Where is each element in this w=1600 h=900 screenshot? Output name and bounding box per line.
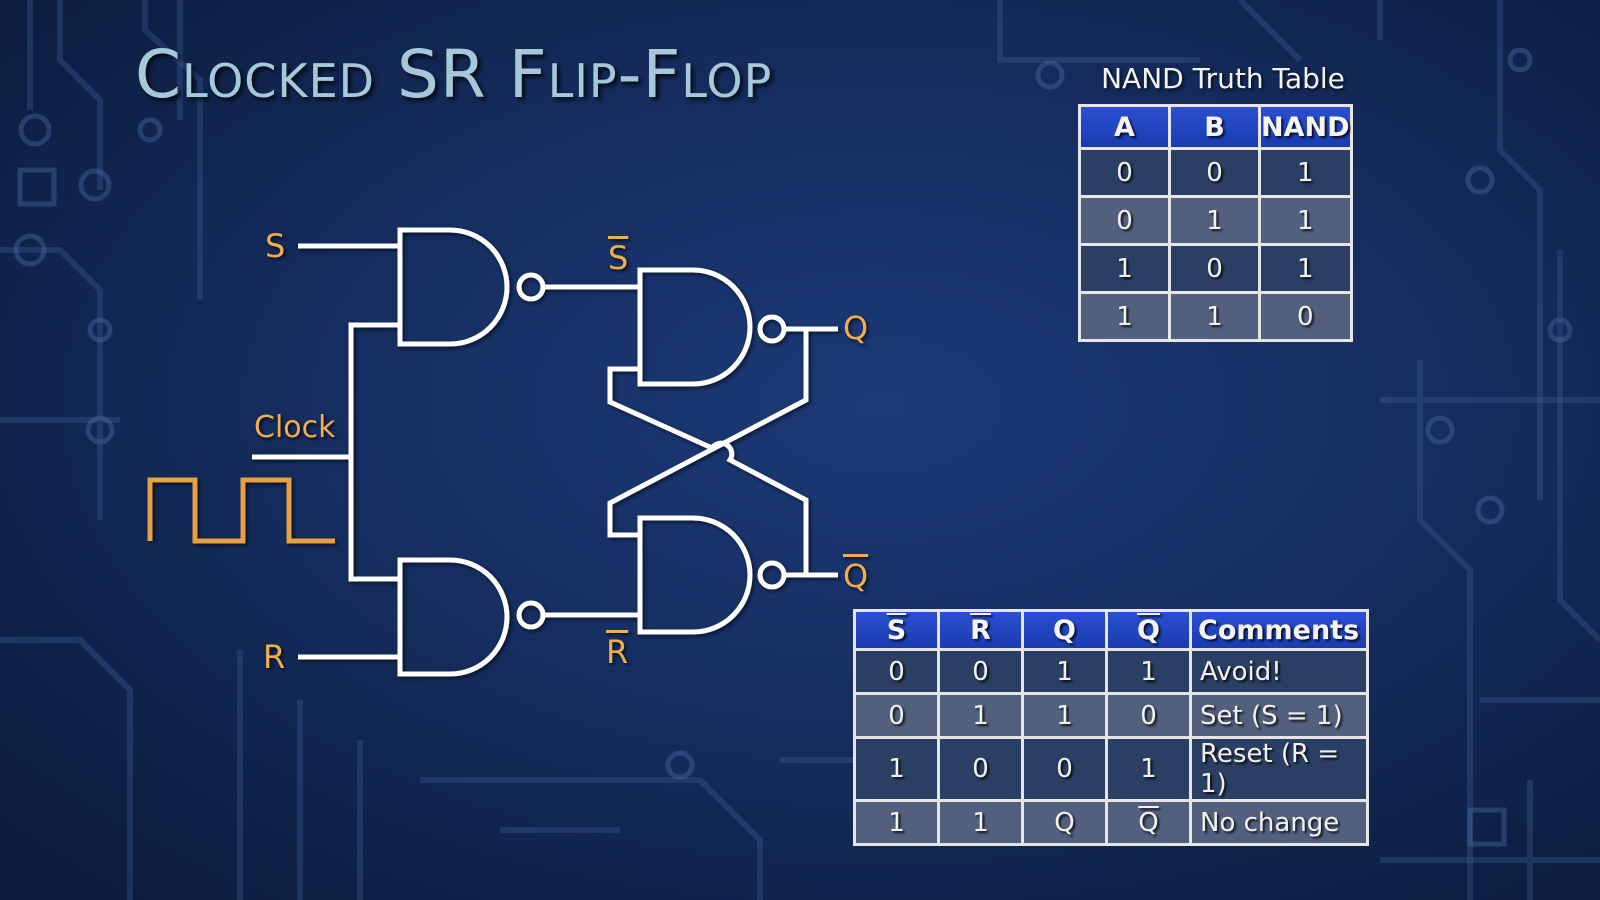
slide-title: Clocked SR Flip-Flop bbox=[135, 36, 773, 113]
label-q: Q bbox=[843, 309, 869, 347]
nand-table-header-row: A B NAND bbox=[1081, 107, 1350, 147]
nand-table-title: NAND Truth Table bbox=[1101, 62, 1345, 95]
table-cell: 1 bbox=[1261, 150, 1350, 195]
table-row: 0 1 1 0 Set (S = 1) bbox=[856, 695, 1366, 736]
table-cell: 1 bbox=[1171, 198, 1258, 243]
table-cell: 1 bbox=[1081, 294, 1168, 339]
table-cell: 0 bbox=[1024, 739, 1105, 799]
nand-bubble-r-clock bbox=[516, 600, 546, 630]
nand-bubble-latch-bottom bbox=[757, 560, 787, 590]
table-cell: 0 bbox=[1081, 150, 1168, 195]
table-cell: 1 bbox=[940, 802, 1021, 843]
nand-gate-latch-bottom bbox=[637, 515, 753, 635]
comment-cell: Avoid! bbox=[1192, 651, 1366, 692]
column-header-comments: Comments bbox=[1192, 612, 1366, 648]
table-row: 1 1 0 bbox=[1081, 294, 1350, 339]
table-cell: 0 bbox=[1171, 246, 1258, 291]
table-cell: 1 bbox=[1108, 651, 1189, 692]
sr-table-header-row: S R Q Q Comments bbox=[856, 612, 1366, 648]
column-header-b: B bbox=[1171, 107, 1258, 147]
comment-cell: Set (S = 1) bbox=[1192, 695, 1366, 736]
label-s-bar: S bbox=[608, 239, 629, 277]
wire-clock-bus bbox=[252, 322, 400, 582]
table-cell: Q bbox=[1024, 802, 1105, 843]
table-cell: 1 bbox=[1108, 739, 1189, 799]
table-cell: 1 bbox=[1171, 294, 1258, 339]
table-cell: 1 bbox=[856, 802, 937, 843]
wire-q-feedback bbox=[607, 329, 809, 538]
column-header-r-bar: R bbox=[940, 612, 1021, 648]
column-header-nand: NAND bbox=[1261, 107, 1350, 147]
table-cell: 0 bbox=[1261, 294, 1350, 339]
label-clock: Clock bbox=[254, 410, 336, 445]
table-row: 1 0 1 bbox=[1081, 246, 1350, 291]
table-row: 0 0 1 bbox=[1081, 150, 1350, 195]
table-cell: 0 bbox=[940, 739, 1021, 799]
table-row: 1 0 0 1 Reset (R = 1) bbox=[856, 739, 1366, 799]
table-cell: Q bbox=[1108, 802, 1189, 843]
sr-latch-truth-table: S R Q Q Comments 0 0 1 1 Avoid! 0 1 1 0 … bbox=[853, 609, 1369, 846]
comment-cell: Reset (R = 1) bbox=[1192, 739, 1366, 799]
table-row: 0 0 1 1 Avoid! bbox=[856, 651, 1366, 692]
nand-gate-s-clock bbox=[397, 227, 510, 347]
table-cell: 1 bbox=[1081, 246, 1168, 291]
table-cell: 0 bbox=[856, 651, 937, 692]
column-header-q: Q bbox=[1024, 612, 1105, 648]
clock-waveform-icon bbox=[147, 477, 335, 544]
nand-bubble-s-clock bbox=[516, 272, 546, 302]
table-cell: 1 bbox=[1024, 651, 1105, 692]
table-row: 0 1 1 bbox=[1081, 198, 1350, 243]
label-q-bar: Q bbox=[843, 557, 869, 595]
table-cell: 1 bbox=[1024, 695, 1105, 736]
table-cell: 1 bbox=[1261, 198, 1350, 243]
table-cell: 1 bbox=[940, 695, 1021, 736]
column-header-q-bar: Q bbox=[1108, 612, 1189, 648]
label-s-input: S bbox=[265, 227, 286, 265]
table-cell: 1 bbox=[1261, 246, 1350, 291]
nand-bubble-latch-top bbox=[757, 314, 787, 344]
table-cell: 0 bbox=[856, 695, 937, 736]
table-cell: 0 bbox=[940, 651, 1021, 692]
wire-q-bar-feedback bbox=[607, 366, 809, 575]
nand-gate-latch-top bbox=[637, 267, 753, 387]
table-cell: 0 bbox=[1081, 198, 1168, 243]
table-cell: 1 bbox=[856, 739, 937, 799]
table-row: 1 1 Q Q No change bbox=[856, 802, 1366, 843]
nand-truth-table: A B NAND 0 0 1 0 1 1 1 0 1 1 1 0 bbox=[1078, 104, 1353, 342]
label-r-bar: R bbox=[606, 633, 629, 671]
column-header-a: A bbox=[1081, 107, 1168, 147]
table-cell: 0 bbox=[1108, 695, 1189, 736]
table-cell: 0 bbox=[1171, 150, 1258, 195]
column-header-s-bar: S bbox=[856, 612, 937, 648]
nand-gate-r-clock bbox=[397, 557, 510, 677]
label-r-input: R bbox=[263, 638, 286, 676]
comment-cell: No change bbox=[1192, 802, 1366, 843]
